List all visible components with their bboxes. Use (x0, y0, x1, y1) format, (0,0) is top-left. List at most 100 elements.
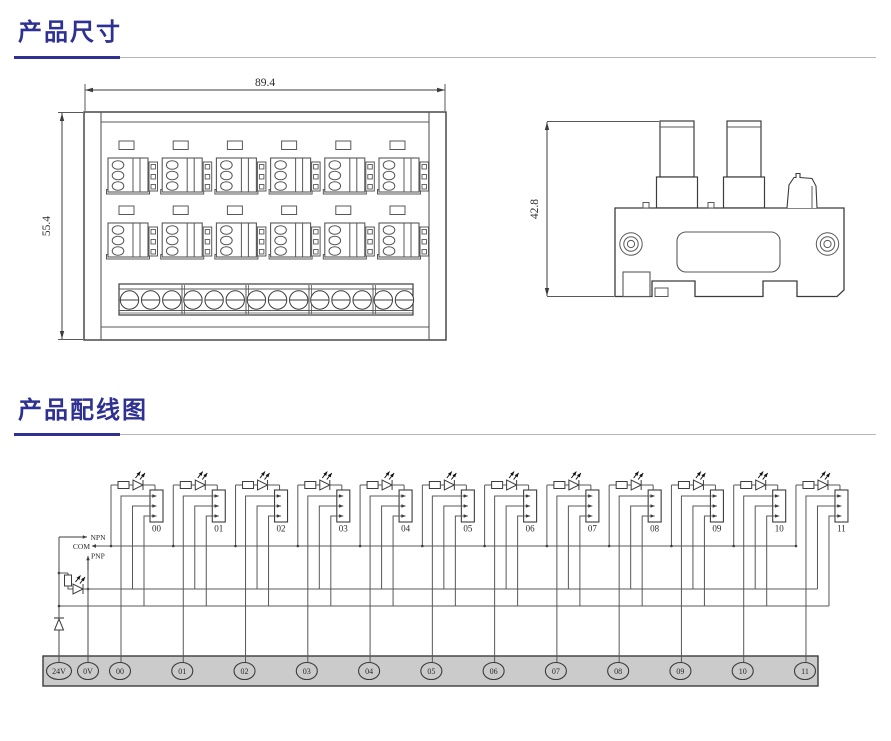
resistor (491, 481, 504, 489)
arrowhead (514, 473, 519, 478)
terminal-circle (171, 661, 194, 681)
24v-pin-wire (828, 515, 835, 606)
terminal-circle (482, 661, 505, 681)
diode-icon (53, 617, 65, 631)
enclosure-outline (83, 111, 447, 341)
terminal-label: 11 (801, 667, 809, 676)
channel-label: 06 (526, 524, 536, 534)
module-pin (204, 164, 211, 170)
resistor (802, 481, 815, 489)
arrowhead (152, 504, 157, 508)
terminal-label: 08 (614, 667, 622, 676)
module-pin (421, 164, 427, 170)
resistor (428, 481, 441, 489)
module-pin (421, 249, 427, 255)
arrowhead (837, 504, 842, 508)
arrowhead (59, 331, 65, 339)
arrowhead (837, 494, 842, 498)
module-window (172, 140, 189, 150)
mount-foot (622, 271, 651, 298)
arrowhead (775, 514, 780, 518)
terminal-circle (669, 661, 692, 681)
channel-circuit: 08 (607, 471, 662, 663)
terminal-circle (233, 661, 256, 681)
side-screw (623, 236, 639, 252)
din-clip (786, 172, 818, 209)
module-contact (328, 170, 342, 181)
module-contact (274, 225, 287, 235)
terminal: 11 (793, 661, 817, 681)
arrowhead (339, 494, 344, 498)
terminal-circle (607, 661, 630, 681)
terminal: 24V (45, 661, 73, 681)
section-rule-dimensions (14, 56, 876, 59)
channel-label: 01 (214, 524, 223, 534)
channel-led-icon (194, 479, 207, 491)
front-module (214, 205, 267, 260)
module-pin (367, 164, 373, 170)
terminal: 10 (731, 661, 754, 681)
junction-dot (794, 544, 798, 548)
24v-pin-wire (330, 515, 337, 606)
arrowhead (152, 514, 157, 518)
arrowhead (463, 494, 468, 498)
side-screw (815, 232, 840, 256)
section-rule-accent (14, 433, 120, 436)
arrowhead (510, 471, 515, 476)
module-pin (150, 239, 156, 245)
arrowhead (82, 535, 87, 539)
arrowhead (634, 471, 639, 476)
resistor (677, 481, 690, 489)
arrowhead (141, 473, 145, 478)
module-contact (274, 246, 287, 256)
module-window (118, 140, 135, 150)
module-contact (220, 160, 233, 170)
module-contact (165, 170, 179, 181)
0v-pin-wire (692, 505, 711, 589)
arrowhead (401, 504, 406, 508)
signal-wire (494, 495, 524, 663)
signal-wire (618, 495, 649, 663)
module-window (281, 205, 298, 215)
arrowhead (437, 87, 445, 93)
module-pin (258, 229, 265, 235)
arrowhead (650, 514, 655, 518)
channel-led-icon (319, 479, 331, 491)
front-module (322, 140, 375, 195)
channel-led-icon (568, 479, 581, 491)
terminal-label: 06 (490, 667, 498, 676)
arrowhead (544, 288, 550, 296)
24v-pin-wire (579, 515, 586, 606)
terminal-label: 04 (365, 667, 373, 676)
module-contact (220, 170, 233, 181)
channel-led-icon (443, 479, 456, 491)
channel-label: 02 (277, 524, 286, 534)
module-contact (165, 235, 179, 246)
0v-pin-wire (256, 505, 275, 589)
module-pin (421, 229, 427, 235)
arrowhead (525, 504, 531, 508)
arrowhead (712, 494, 717, 498)
arrowhead (775, 504, 780, 508)
tower-base (722, 176, 766, 209)
junction-dot (483, 544, 486, 548)
arrowhead (650, 494, 655, 498)
resistor (740, 481, 753, 489)
module-pin (204, 174, 211, 180)
terminal-label: 07 (552, 667, 560, 676)
0v-pin-wire (443, 505, 462, 589)
module-contact (274, 235, 287, 246)
arrowhead (401, 494, 406, 498)
signal-wire (805, 495, 835, 663)
channel-label: 04 (401, 524, 411, 534)
0v-pin-wire (567, 505, 586, 589)
channel-led-icon (692, 479, 705, 491)
channel-led-icon (381, 479, 394, 491)
arrowhead (712, 514, 717, 518)
module-contact (111, 235, 125, 246)
module-contact (274, 160, 287, 170)
front-module (160, 205, 213, 260)
terminal: 00 (108, 661, 132, 681)
arrowhead (91, 544, 96, 548)
